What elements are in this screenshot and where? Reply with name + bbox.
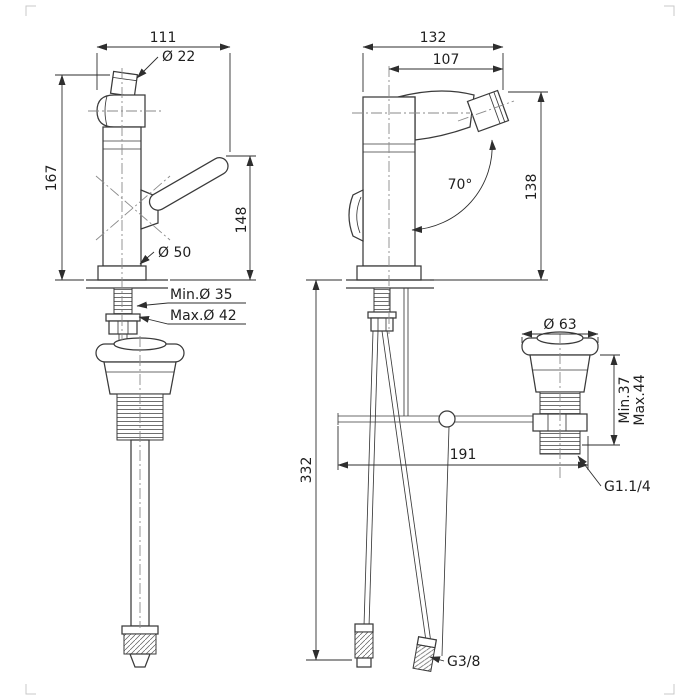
mounting-washer bbox=[105, 313, 141, 322]
dim-drain-thread: G1.1/4 bbox=[577, 455, 651, 495]
dim-overall-width-side: 111 bbox=[96, 30, 231, 152]
dim-spout-diameter: Ø 22 bbox=[136, 49, 195, 79]
dim-text-132: 132 bbox=[420, 30, 447, 46]
dim-text-d50: Ø 50 bbox=[158, 245, 191, 261]
dim-text-min35: Min.Ø 35 bbox=[170, 287, 233, 303]
dim-text-148: 148 bbox=[234, 207, 250, 234]
dim-text-70deg: 70° bbox=[448, 177, 473, 193]
deck-section-side bbox=[86, 279, 168, 289]
dim-drain-offset: 191 bbox=[337, 426, 589, 470]
front-washer bbox=[367, 311, 397, 319]
dim-text-191: 191 bbox=[450, 447, 477, 463]
dim-spout-angle: 70° bbox=[411, 139, 497, 234]
dim-text-d22: Ø 22 bbox=[162, 49, 195, 65]
popup-rod-vertical bbox=[403, 288, 409, 416]
dim-hole-min: Min.Ø 35 bbox=[136, 287, 246, 309]
front-aerator bbox=[466, 89, 510, 133]
deck-section-front bbox=[346, 279, 434, 289]
side-aerator bbox=[109, 70, 139, 98]
mounting-shank bbox=[113, 287, 133, 315]
dim-hole-max: Max.Ø 42 bbox=[138, 308, 246, 325]
front-handle bbox=[348, 188, 364, 243]
dim-base-diameter: Ø 50 bbox=[139, 245, 191, 265]
mounting-nut bbox=[108, 320, 138, 335]
dim-text-138: 138 bbox=[524, 174, 540, 201]
dim-text-d63: Ø 63 bbox=[543, 317, 576, 333]
hose-fitting-left bbox=[354, 623, 374, 668]
supply-hose-left bbox=[363, 330, 379, 628]
front-nut bbox=[370, 317, 394, 332]
dim-text-332: 332 bbox=[299, 457, 315, 484]
dim-text-167: 167 bbox=[44, 165, 60, 192]
dim-text-max42: Max.Ø 42 bbox=[170, 308, 237, 324]
dim-overall-height: 167 bbox=[44, 74, 110, 281]
dim-deck-thickness: Min.37 Max.44 bbox=[582, 354, 648, 446]
dim-text-g114: G1.1/4 bbox=[604, 479, 651, 495]
dim-spout-reach: 107 bbox=[388, 52, 504, 73]
front-view: 132 107 70° 138 332 Ø 63 bbox=[299, 30, 651, 672]
dim-text-111: 111 bbox=[150, 30, 177, 46]
centerlines-front bbox=[352, 66, 561, 478]
dim-supply-thread: G3/8 bbox=[429, 654, 480, 670]
crop-marks bbox=[25, 5, 675, 695]
front-spout bbox=[397, 90, 475, 141]
rod-ball-joint bbox=[438, 410, 456, 428]
dim-text-107: 107 bbox=[433, 52, 460, 68]
hose-fitting-right bbox=[412, 636, 438, 672]
dim-below-deck: 332 bbox=[299, 279, 352, 661]
centerlines-side bbox=[88, 68, 171, 628]
dim-drain-diameter: Ø 63 bbox=[521, 317, 599, 343]
dim-spout-height: 138 bbox=[430, 91, 548, 281]
side-view: 111 Ø 22 167 148 Ø 50 Min.Ø 35 Max bbox=[44, 30, 256, 668]
front-shank bbox=[373, 287, 391, 313]
popup-rod-horizontal bbox=[337, 410, 536, 657]
dim-text-g38: G3/8 bbox=[447, 654, 480, 670]
dim-handle-height: 148 bbox=[170, 155, 256, 281]
handle-lever bbox=[148, 157, 229, 211]
dim-text-min37: Min.37 bbox=[617, 376, 633, 423]
supply-hose-right bbox=[381, 330, 433, 651]
dim-text-max44: Max.44 bbox=[632, 374, 648, 425]
